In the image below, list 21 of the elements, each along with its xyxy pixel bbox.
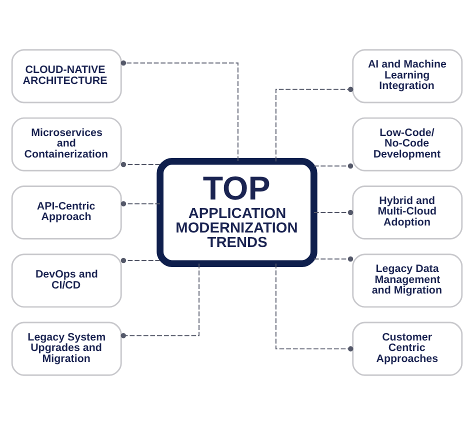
node-box: Hybrid and Multi-Cloud Adoption [352, 184, 463, 240]
node-box: Customer Centric Approaches [352, 321, 463, 376]
node-box: CLOUD-NATIVE ARCHITECTURE [11, 48, 122, 103]
connector [120, 200, 161, 206]
connector [313, 162, 354, 168]
node-box: Low-Code/ No-Code Development [352, 116, 463, 171]
connector [120, 262, 200, 338]
node-box: API-Centric Approach [11, 184, 122, 240]
node-box: Microservices and Containerization [11, 116, 122, 171]
node-box: TOP APPLICATION MODERNIZATION TRENDS [156, 157, 318, 267]
connector [313, 209, 354, 215]
node-box: Legacy Data Management and Migration [352, 253, 463, 308]
connector [275, 86, 354, 162]
connector [120, 60, 238, 162]
connector [120, 161, 161, 167]
connector [275, 262, 354, 351]
node-box: AI and Machine Learning Integration [352, 48, 463, 103]
node-box: DevOps and CI/CD [11, 253, 122, 308]
connector [120, 257, 161, 263]
node-box: Legacy System Upgrades and Migration [11, 321, 122, 376]
connector [313, 256, 354, 262]
